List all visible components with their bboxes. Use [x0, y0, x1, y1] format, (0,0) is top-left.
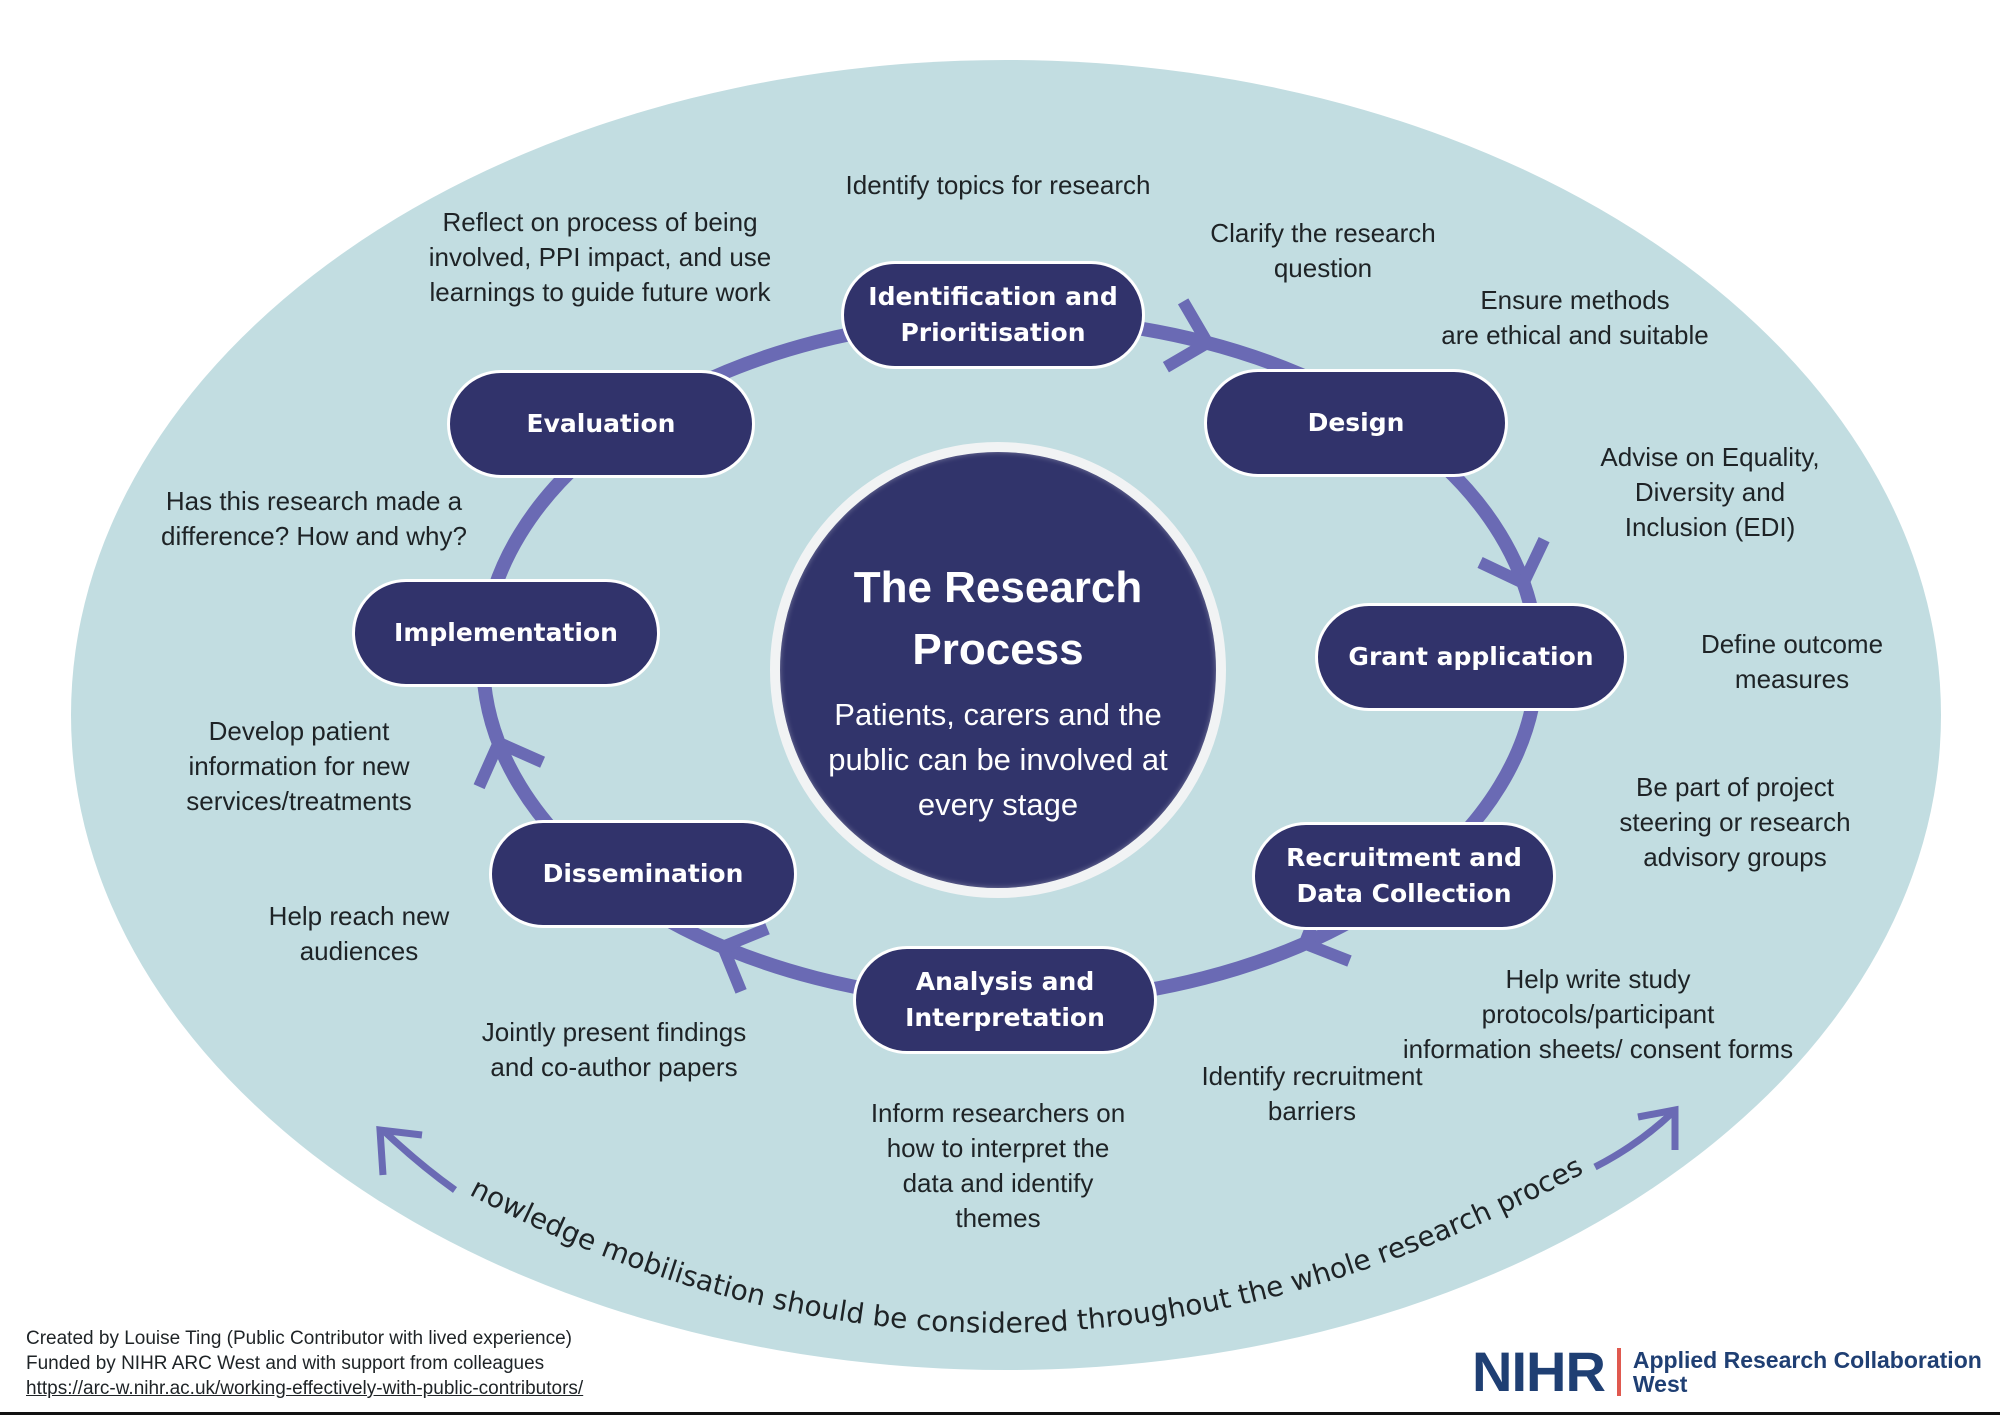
right-arrowhead-icon: [1637, 1105, 1679, 1150]
left-arrowhead-icon: [376, 1126, 423, 1176]
cycle-arrowhead-icon: [1162, 298, 1216, 373]
stage-identification[interactable]: Identification and Prioritisation: [841, 261, 1145, 369]
cycle-arrowhead-icon: [715, 923, 770, 994]
logo-divider: [1616, 1348, 1621, 1396]
stage-dissemination[interactable]: Dissemination: [489, 820, 797, 928]
note-reflect: Reflect on process of being involved, PP…: [428, 207, 772, 307]
credit-link[interactable]: https://arc-w.nihr.ac.uk/working-effecti…: [26, 1378, 584, 1399]
stage-design[interactable]: Design: [1204, 369, 1508, 477]
research-process-hub: The Research Process Patients, carers an…: [770, 442, 1226, 898]
note-identify-topics: Identify topics for research: [845, 170, 1151, 200]
logo-name: Applied Research Collaboration West: [1632, 1347, 1982, 1397]
note-made-difference: Has this research made a difference? How…: [161, 486, 467, 551]
note-inform-researchers: Inform researchers on how to interpret t…: [870, 1098, 1126, 1233]
cycle-arrowhead-icon: [1477, 537, 1550, 592]
note-new-audiences: Help reach new audiences: [268, 901, 450, 966]
cycle-arrowhead-icon: [473, 734, 546, 790]
note-ensure-methods: Ensure methods are ethical and suitable: [1441, 285, 1709, 350]
left-curved-arrow-icon: [382, 1129, 458, 1193]
stage-grant-application[interactable]: Grant application: [1315, 603, 1627, 711]
note-present-findings: Jointly present findings and co-author p…: [481, 1017, 747, 1082]
stage-recruitment[interactable]: Recruitment and Data Collection: [1252, 822, 1556, 930]
bottom-rule: [0, 1412, 2000, 1415]
note-clarify-question: Clarify the research question: [1210, 218, 1436, 283]
note-define-outcomes: Define outcome measures: [1700, 629, 1884, 694]
credit-author: Created by Louise Ting (Public Contribut…: [26, 1328, 572, 1349]
nihr-logo: NIHR Applied Research Collaboration West: [1472, 1342, 1982, 1402]
stage-analysis[interactable]: Analysis and Interpretation: [853, 946, 1157, 1054]
note-recruitment-barriers: Identify recruitment barriers: [1201, 1061, 1423, 1126]
hub-subtitle: Patients, carers and the public can be i…: [828, 697, 1168, 822]
banner-arrows: [376, 1105, 1679, 1193]
hub-title: The Research Process: [853, 563, 1143, 674]
right-curved-arrow-icon: [1593, 1110, 1675, 1171]
stage-evaluation[interactable]: Evaluation: [447, 370, 755, 478]
note-patient-info: Develop patient information for new serv…: [186, 716, 412, 816]
credits: Created by Louise Ting (Public Contribut…: [26, 1326, 583, 1401]
logo-acronym: NIHR: [1472, 1340, 1606, 1403]
note-steering-groups: Be part of project steering or research …: [1619, 772, 1851, 872]
stage-implementation[interactable]: Implementation: [352, 579, 660, 687]
credit-funding: Funded by NIHR ARC West and with support…: [26, 1353, 545, 1374]
note-advise-edi: Advise on Equality, Diversity and Inclus…: [1600, 442, 1820, 542]
note-write-protocols: Help write study protocols/participant i…: [1402, 964, 1794, 1064]
